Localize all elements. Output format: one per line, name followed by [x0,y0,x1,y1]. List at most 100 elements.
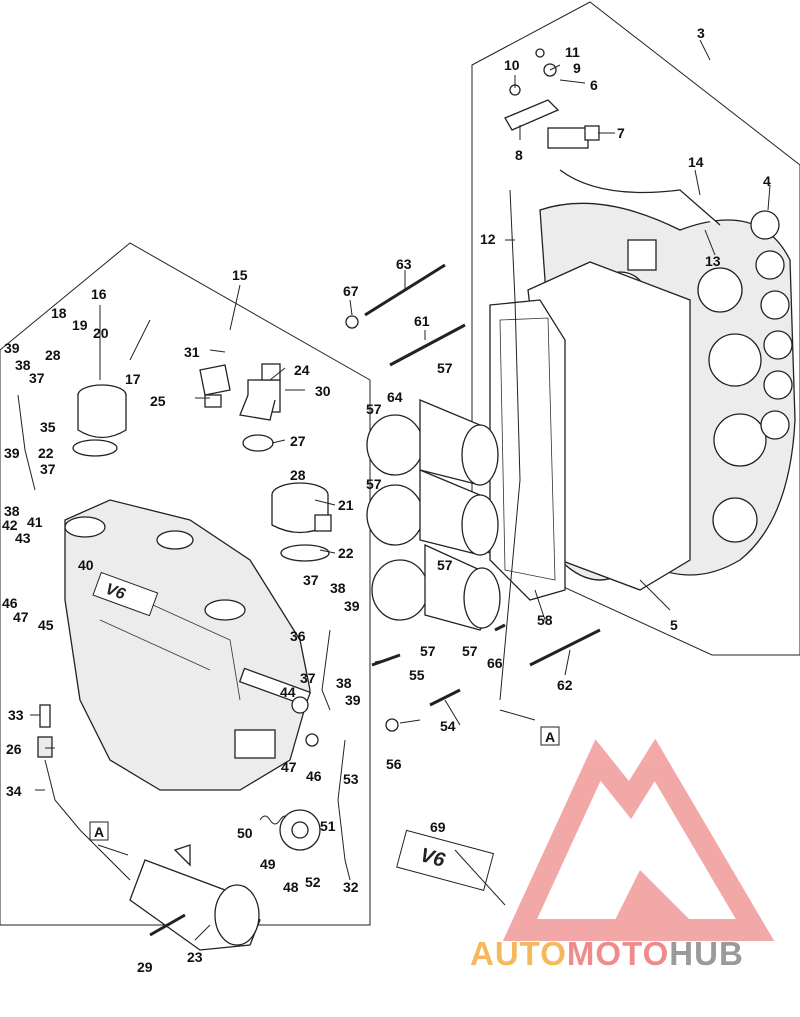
callout-69: 69 [430,819,446,835]
callout-16: 16 [91,286,107,302]
callout-14: 14 [688,154,704,170]
bracket-8 [504,99,560,131]
callout-51: 51 [320,818,336,834]
throttle-body-21 [271,482,332,534]
throttle-body-20 [77,384,127,439]
silencer-23 [129,844,261,951]
callout-38-b: 38 [4,503,20,519]
watermark-logo [502,738,775,941]
throttle-linkage [234,667,319,759]
callout-18: 18 [51,305,67,321]
callout-33: 33 [8,707,24,723]
callout-32: 32 [343,879,359,895]
callout-22-left: 22 [38,445,54,461]
intake-manifold [64,499,311,791]
idle-air-valve-24 [239,363,281,421]
callout-42: 42 [2,517,18,533]
callout-67: 67 [343,283,359,299]
callout-63: 63 [396,256,412,272]
gasket-22-right [280,544,330,562]
o-ring-27 [242,434,274,452]
callout-57-a: 57 [437,360,453,376]
hose-14 [559,169,721,226]
callout-37-a: 37 [29,370,45,386]
callout-57-b: 57 [366,401,382,417]
callout-4: 4 [763,173,771,189]
callout-55: 55 [409,667,425,683]
callout-62: 62 [557,677,573,693]
callout-24: 24 [294,362,310,378]
callout-36: 36 [290,628,306,644]
stud-54 [429,688,461,707]
callout-6: 6 [590,77,598,93]
callout-49: 49 [260,856,276,872]
callout-13: 13 [705,253,721,269]
filter-26 [37,736,53,758]
callout-8: 8 [515,147,523,163]
bolt-55 [371,653,401,667]
watermark-text-moto: MOTO [566,935,670,972]
callout-47-left: 47 [13,609,29,625]
leader-lines [30,39,771,941]
callout-54: 54 [440,718,456,734]
callout-19: 19 [72,317,88,333]
callout-labels: 3 4 5 6 7 8 9 10 11 12 13 14 15 16 17 18… [2,25,771,975]
link-rod-36 [321,629,331,711]
callout-39-d: 39 [345,692,361,708]
ref-arrow-a-left [97,844,129,856]
connector-33 [39,704,51,728]
gasket-22-left [72,439,118,457]
callout-28-right: 28 [290,467,306,483]
throttle-body-57-upper [366,399,499,486]
bolt-61 [389,323,466,367]
callout-35: 35 [40,419,56,435]
ref-box-a-left [89,821,109,841]
callout-58: 58 [537,612,553,628]
callout-7: 7 [617,125,625,141]
callout-41: 41 [27,514,43,530]
callout-27: 27 [290,433,306,449]
ref-arrow-a-right [499,709,536,721]
callout-23: 23 [187,949,203,965]
callout-48: 48 [283,879,299,895]
hose-12 [499,189,521,701]
manifold-decal: V6 [92,571,159,617]
callout-10: 10 [504,57,520,73]
callout-20: 20 [93,325,109,341]
callout-57-e: 57 [420,643,436,659]
callout-11: 11 [565,44,580,60]
bolt-29 [149,913,186,937]
ref-box-a-right [540,726,560,746]
callout-43: 43 [15,530,31,546]
callout-44: 44 [280,684,296,700]
callout-21: 21 [338,497,354,513]
throttle-body-57-lower [371,543,501,631]
frame-intake-manifold-group [0,242,371,926]
callout-40: 40 [78,557,94,573]
callout-38-c: 38 [330,580,346,596]
callout-3: 3 [697,25,705,41]
callout-61: 61 [414,313,430,329]
callout-39-a: 39 [4,340,20,356]
callout-15: 15 [232,267,248,283]
callout-17: 17 [125,371,141,387]
callout-57-f: 57 [462,643,478,659]
callout-30: 30 [315,383,331,399]
callout-37-c: 37 [303,572,319,588]
gasket-58 [489,299,566,601]
watermark-text: AUTOMOTOHUB [470,935,744,973]
callout-64: 64 [387,389,403,405]
callout-38-a: 38 [15,357,31,373]
callout-9: 9 [573,60,581,76]
callout-12: 12 [480,231,496,247]
callout-5: 5 [670,617,678,633]
callout-26: 26 [6,741,22,757]
sensor-7 [547,125,600,149]
callout-45: 45 [38,617,54,633]
callout-34: 34 [6,783,22,799]
ref-label-a-left: A [94,824,104,840]
sensor-25 [199,364,231,408]
link-rod-35 [17,394,36,491]
callout-57-c: 57 [366,476,382,492]
